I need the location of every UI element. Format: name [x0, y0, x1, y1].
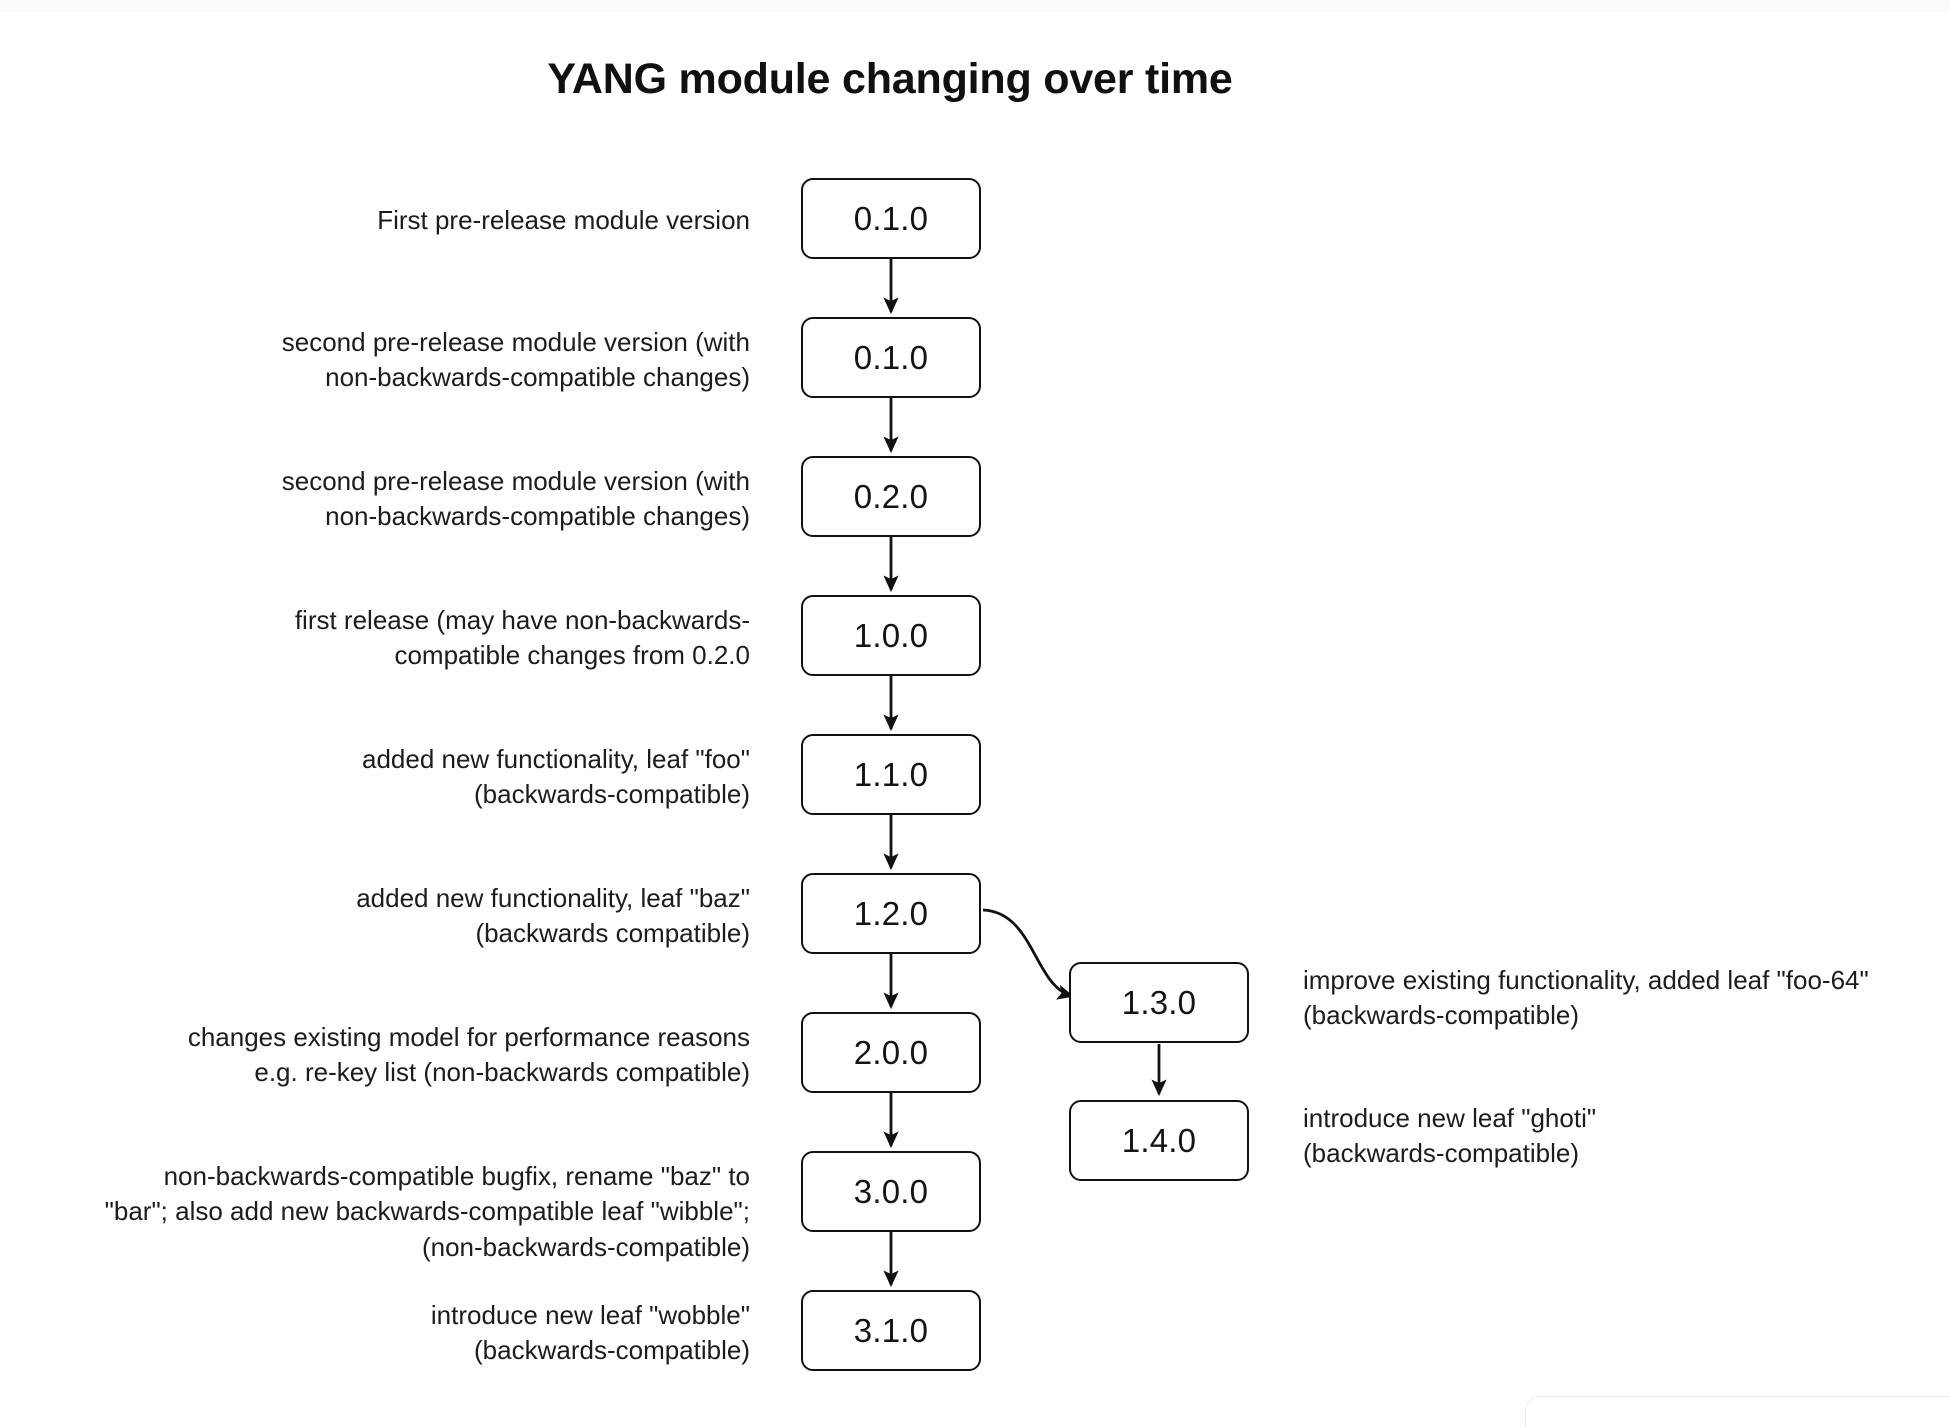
node-0-1-0-first[interactable]: 0.1.0 [801, 178, 981, 259]
node-label: 3.0.0 [853, 1172, 929, 1210]
node-3-1-0[interactable]: 3.1.0 [801, 1290, 981, 1371]
page-frame-top-edge [0, 0, 1950, 11]
page-frame-bottom-right-edge [1525, 1396, 1950, 1427]
node-label: 0.2.0 [853, 477, 929, 515]
annotation-for-node-1-2-0: added new functionality, leaf "baz" (bac… [356, 883, 750, 949]
node-label: 3.1.0 [853, 1311, 929, 1349]
node-1-3-0[interactable]: 1.3.0 [1069, 962, 1249, 1043]
node-label: 0.1.0 [853, 199, 929, 237]
node-label: 1.3.0 [1121, 983, 1197, 1021]
edge-n5-b0-branch [982, 908, 1075, 1000]
annotation-for-node-0-1-0-second: second pre-release module version (with … [281, 327, 750, 393]
annotation-for-node-1-1-0: added new functionality, leaf "foo" (bac… [361, 744, 750, 810]
node-1-4-0[interactable]: 1.4.0 [1069, 1100, 1249, 1181]
node-label: 1.4.0 [1121, 1121, 1197, 1159]
node-label: 1.1.0 [853, 755, 929, 793]
annotation-for-node-0-2-0: second pre-release module version (with … [281, 466, 750, 532]
node-0-1-0-second[interactable]: 0.1.0 [801, 317, 981, 398]
annotation-for-node-1-3-0: improve existing functionality, added le… [1303, 965, 1869, 1031]
annotation-for-node-1-4-0: introduce new leaf "ghoti" (backwards-co… [1303, 1103, 1597, 1169]
node-label: 1.0.0 [853, 616, 929, 654]
annotation-for-node-3-0-0: non-backwards-compatible bugfix, rename … [104, 1161, 750, 1262]
node-3-0-0[interactable]: 3.0.0 [801, 1151, 981, 1232]
node-1-1-0[interactable]: 1.1.0 [801, 734, 981, 815]
node-label: 2.0.0 [853, 1033, 929, 1071]
node-1-0-0[interactable]: 1.0.0 [801, 595, 981, 676]
annotation-for-node-2-0-0: changes existing model for performance r… [187, 1022, 750, 1088]
node-2-0-0[interactable]: 2.0.0 [801, 1012, 981, 1093]
node-0-2-0[interactable]: 0.2.0 [801, 456, 981, 537]
page-title: YANG module changing over time [547, 55, 1233, 103]
node-label: 0.1.0 [853, 338, 929, 376]
node-label: 1.2.0 [853, 894, 929, 932]
annotation-for-node-0-1-0-first: First pre-release module version [377, 205, 750, 235]
node-1-2-0[interactable]: 1.2.0 [801, 873, 981, 954]
annotation-for-node-3-1-0: introduce new leaf "wobble" (backwards-c… [430, 1300, 750, 1366]
annotation-for-node-1-0-0: first release (may have non-backwards- c… [294, 605, 750, 671]
